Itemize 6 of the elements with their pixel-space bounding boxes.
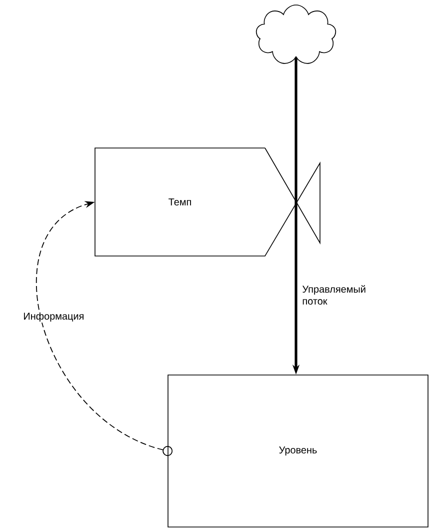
level-box: Уровень <box>168 374 428 528</box>
arrow <box>36 201 173 456</box>
edge-label: Информация <box>24 312 84 322</box>
rate-valve: Темп <box>94 148 320 256</box>
edge-label: Управляемый поток <box>302 285 366 305</box>
cloud-symbol <box>256 4 336 64</box>
